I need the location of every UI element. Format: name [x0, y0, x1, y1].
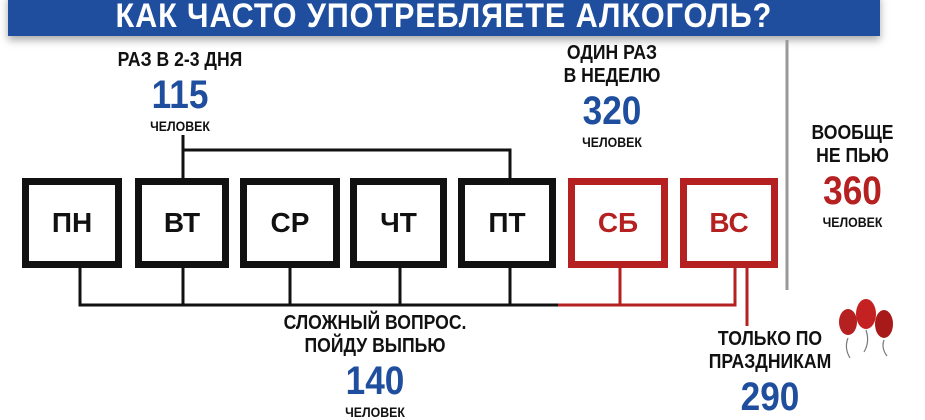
bracket-every-2-3-days [181, 135, 512, 178]
day-box-sat: СБ [568, 178, 668, 268]
day-box-thu: ЧТ [350, 178, 447, 268]
day-box-mon: ПН [22, 178, 122, 268]
label-holidays-1: ТОЛЬКО ПО [717, 328, 823, 350]
title-banner: КАК ЧАСТО УПОТРЕБЛЯЕТЕ АЛКОГОЛЬ? [8, 0, 880, 36]
day-label: ЧТ [380, 207, 417, 238]
day-box-fri: ПТ [458, 178, 556, 268]
bracket-hard-question [78, 268, 560, 307]
day-box-tue: ВТ [135, 178, 229, 268]
day-label: ВС [709, 207, 749, 238]
unit-every-2-3-days: ЧЕЛОВЕК [150, 118, 210, 134]
unit-once-week: ЧЕЛОВЕК [582, 134, 642, 150]
day-label: ВТ [163, 207, 201, 238]
balloons-icon [839, 299, 893, 359]
label-once-week-1: ОДИН РАЗ [566, 42, 658, 64]
label-hard-question-1: СЛОЖНЫЙ ВОПРОС. [283, 312, 467, 334]
day-box-wed: СР [240, 178, 340, 268]
count-once-week: 320 [582, 89, 642, 133]
unit-hard-question: ЧЕЛОВЕК [345, 404, 405, 420]
day-box-sun: ВС [680, 178, 778, 268]
day-label: СБ [597, 207, 639, 238]
count-dont-drink: 360 [823, 169, 882, 213]
label-dont-drink-1: ВООБЩЕ [811, 122, 894, 144]
label-every-2-3-days: РАЗ В 2-3 ДНЯ [117, 49, 243, 71]
day-label: ПН [51, 207, 93, 238]
label-dont-drink-2: НЕ ПЬЮ [816, 145, 889, 167]
label-once-week-2: В НЕДЕЛЮ [563, 65, 661, 87]
day-label: ПТ [488, 207, 526, 238]
bracket-weekend [558, 268, 749, 326]
label-holidays-2: ПРАЗДНИКАМ [708, 351, 832, 373]
count-holidays: 290 [740, 375, 800, 419]
page-title: КАК ЧАСТО УПОТРЕБЛЯЕТЕ АЛКОГОЛЬ? [115, 0, 773, 35]
count-every-2-3-days: 115 [151, 73, 209, 117]
count-hard-question: 140 [345, 359, 405, 403]
day-label: СР [270, 207, 310, 238]
unit-dont-drink: ЧЕЛОВЕК [822, 214, 883, 230]
label-hard-question-2: ПОЙДУ ВЫПЬЮ [304, 335, 446, 357]
